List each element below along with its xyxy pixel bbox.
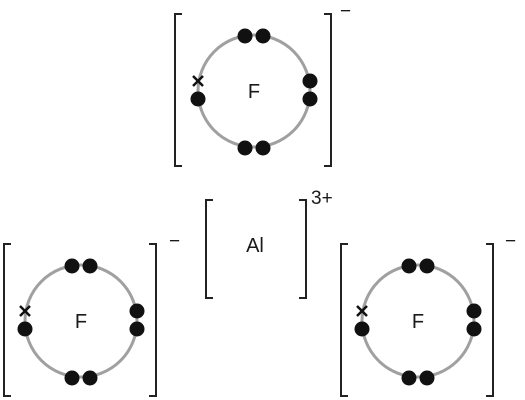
- electron-pair-bottom: [401, 370, 435, 386]
- left-bracket: [205, 199, 213, 299]
- electron-pair-top: [64, 258, 98, 274]
- electron-shell: [23, 263, 139, 379]
- electron-dot: [466, 303, 482, 319]
- electron-dot: [64, 258, 80, 274]
- electron-dot: [255, 28, 271, 44]
- right-bracket: [324, 13, 332, 167]
- atom-symbol: F: [75, 311, 87, 333]
- ion-charge: 3+: [311, 188, 333, 209]
- electron-dot: [82, 258, 98, 274]
- electron-pair-top: [237, 28, 271, 44]
- electron-dot: [129, 321, 145, 337]
- electron-dot: [354, 321, 370, 337]
- electron-dot: [237, 28, 253, 44]
- electron-shell: [360, 263, 476, 379]
- electron-dot: [401, 258, 417, 274]
- right-bracket: [149, 243, 157, 397]
- electron-dot: [419, 370, 435, 386]
- electron-pair-top: [401, 258, 435, 274]
- transferred-electron-cross: [19, 305, 31, 317]
- ion-charge: −: [505, 231, 516, 252]
- electron-pair-right: [129, 303, 145, 337]
- electron-dot: [255, 140, 271, 156]
- electron-dot: [64, 370, 80, 386]
- electron-pair-bottom: [237, 140, 271, 156]
- electron-pair-left: [17, 305, 33, 337]
- electron-dot: [302, 73, 318, 89]
- ion-charge: −: [340, 1, 351, 22]
- transferred-electron-cross: [192, 75, 204, 87]
- transferred-electron-cross: [356, 305, 368, 317]
- electron-dot: [302, 91, 318, 107]
- electron-dot: [237, 140, 253, 156]
- fluoride-ion-bottom-left: F −: [3, 231, 180, 397]
- electron-dot: [401, 370, 417, 386]
- left-bracket: [3, 243, 11, 397]
- electron-dot: [82, 370, 98, 386]
- electron-dot: [129, 303, 145, 319]
- electron-pair-left: [190, 75, 206, 107]
- right-bracket: [299, 199, 307, 299]
- atom-symbol: F: [248, 81, 260, 103]
- electron-dot: [466, 321, 482, 337]
- electron-pair-bottom: [64, 370, 98, 386]
- atom-symbol: F: [412, 311, 424, 333]
- electron-shell: [196, 33, 312, 149]
- fluoride-ion-top: F −: [174, 1, 351, 167]
- electron-pair-right: [466, 303, 482, 337]
- electron-dot: [17, 321, 33, 337]
- aluminium-ion: Al 3+: [205, 188, 333, 299]
- ion-charge: −: [169, 231, 180, 252]
- electron-pair-right: [302, 73, 318, 107]
- electron-pair-left: [354, 305, 370, 337]
- atom-symbol: Al: [246, 235, 264, 257]
- left-bracket: [340, 243, 348, 397]
- right-bracket: [486, 243, 494, 397]
- electron-dot: [419, 258, 435, 274]
- left-bracket: [174, 13, 182, 167]
- electron-dot: [190, 91, 206, 107]
- fluoride-ion-bottom-right: F −: [340, 231, 516, 397]
